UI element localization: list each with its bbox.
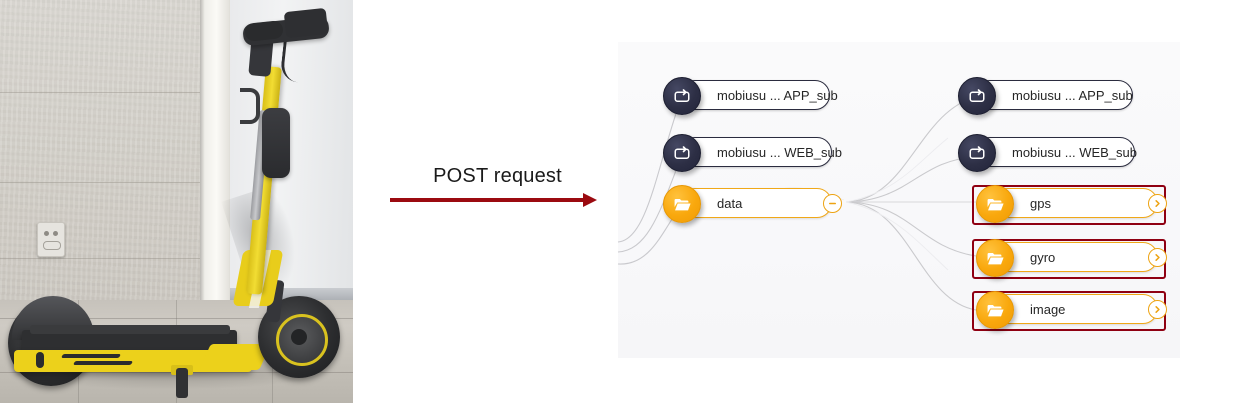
edge-in-web <box>617 159 681 253</box>
wall-seam <box>0 182 220 183</box>
node-label: gyro <box>1030 249 1056 265</box>
folder-icon <box>976 291 1014 329</box>
node-pill[interactable]: gyro <box>993 242 1158 272</box>
folder-icon <box>976 185 1014 223</box>
node-pill[interactable]: data <box>680 188 832 218</box>
deck-stripe <box>84 354 122 358</box>
wall-texture <box>0 0 220 330</box>
node-label: mobiusu ... WEB_sub <box>1012 144 1137 160</box>
subscription-icon <box>663 77 701 115</box>
node-pill[interactable]: mobiusu ... WEB_sub <box>680 137 842 167</box>
door-frame <box>200 0 234 318</box>
tree-diagram-panel: mobiusu ... APP_sub mobiusu ... WEB_sub <box>617 42 1180 358</box>
node-label: image <box>1030 301 1066 317</box>
front-hub-motor <box>291 329 307 345</box>
kickstand <box>176 368 188 398</box>
node-label: mobiusu ... WEB_sub <box>717 144 842 160</box>
subscription-icon <box>958 134 996 172</box>
wall-seam <box>0 258 220 259</box>
node-label: mobiusu ... APP_sub <box>1012 87 1133 103</box>
arrow-shaft <box>390 198 586 202</box>
scooter-photo <box>0 0 353 403</box>
subscription-icon <box>663 134 701 172</box>
collapse-minus-icon[interactable] <box>823 194 842 213</box>
expand-chevron-icon[interactable] <box>1148 248 1167 267</box>
folder-icon <box>663 185 701 223</box>
edge-in-app <box>617 101 681 243</box>
expand-chevron-icon[interactable] <box>1148 300 1167 319</box>
edge-out-image <box>845 201 977 311</box>
bag-hook <box>240 88 260 124</box>
folder-icon <box>976 239 1014 277</box>
edge-out-app <box>845 96 977 203</box>
edge-out-gyro <box>845 201 977 257</box>
deck-stripe <box>96 361 134 365</box>
floor-tile-line <box>0 318 353 319</box>
node-pill[interactable]: mobiusu ... APP_sub <box>680 80 838 110</box>
post-request-label: POST request <box>433 165 562 187</box>
edge-out-web <box>845 156 977 203</box>
node-label: data <box>717 195 743 211</box>
node-label: gps <box>1030 195 1051 211</box>
edge-layer <box>617 96 977 311</box>
subscription-icon <box>958 77 996 115</box>
deck-stripe <box>36 352 44 368</box>
node-pill[interactable]: gps <box>993 188 1158 218</box>
wall-seam <box>0 92 220 93</box>
display-console <box>283 7 329 39</box>
node-label: mobiusu ... APP_sub <box>717 87 838 103</box>
battery-pack <box>262 108 290 178</box>
expand-chevron-icon[interactable] <box>1148 194 1167 213</box>
node-pill[interactable]: mobiusu ... APP_sub <box>975 80 1133 110</box>
wall-background <box>0 0 220 330</box>
node-pill[interactable]: image <box>993 294 1158 324</box>
post-request-arrow-group: POST request <box>385 165 610 215</box>
deck <box>22 330 237 353</box>
deck-surface <box>30 325 230 334</box>
arrow-head-icon <box>583 193 597 207</box>
wall-outlet <box>37 222 65 257</box>
node-pill[interactable]: mobiusu ... WEB_sub <box>975 137 1137 167</box>
